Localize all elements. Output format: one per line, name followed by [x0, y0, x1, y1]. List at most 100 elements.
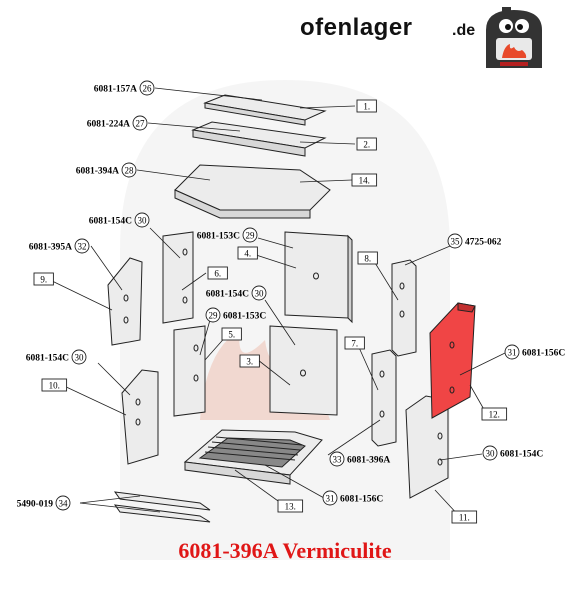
part-5-brick: [173, 325, 206, 417]
callout-number: 27: [136, 119, 146, 129]
position-label-text: 6.: [214, 269, 221, 279]
callout-number: 30: [255, 289, 265, 299]
position-label-box: [357, 251, 378, 265]
position-label-text: 2.: [363, 140, 370, 150]
part-4-rear-brick: [284, 231, 349, 319]
part-code-label: 6081-157A: [94, 85, 137, 95]
callout-circle: [205, 307, 221, 323]
position-label-box: [356, 99, 377, 113]
part-10-side-brick: [121, 369, 159, 465]
callout-32: 32 6081-395A: [29, 238, 90, 254]
callout-number: 29: [246, 231, 256, 241]
position-label-8: 8.: [357, 251, 378, 265]
position-label-11: 11.: [451, 510, 478, 524]
part-code-label: 6081-153C: [223, 312, 266, 322]
callout-31: 31 6081-156C: [322, 490, 383, 506]
brand-logo[interactable]: ofenlager .de: [300, 6, 565, 70]
position-label-box: [351, 173, 378, 187]
part-4-rear-brick-side: [347, 234, 353, 324]
position-label-text: 10.: [49, 381, 60, 391]
position-label-box: [481, 407, 508, 421]
part-code-label: 6081-395A: [29, 243, 72, 253]
page-title: 6081-396A Vermiculite: [178, 538, 392, 563]
callout-34: 34 5490-019: [17, 495, 71, 511]
callout-26: 26 6081-157A: [94, 80, 155, 96]
position-label-box: [239, 354, 260, 368]
part-code-label: 6081-154C: [26, 354, 69, 364]
position-label-12: 12.: [481, 407, 508, 421]
callout-circle: [121, 162, 137, 178]
position-label-text: 13.: [285, 502, 296, 512]
callout-circle: [482, 445, 498, 461]
callout-circle: [242, 227, 258, 243]
part-14-baffle-edge: [174, 189, 311, 219]
callout-30: 30 6081-154C: [206, 285, 267, 301]
brand-name: ofenlager: [300, 14, 413, 41]
callout-circle: [132, 115, 148, 131]
callout-circle: [74, 238, 90, 254]
part-code-label: 6081-154C: [206, 290, 249, 300]
position-label-box: [451, 510, 478, 524]
part-9-side-brick: [107, 257, 143, 346]
position-label-box: [33, 272, 54, 286]
callout-number: 28: [125, 166, 135, 176]
callout-circle: [71, 349, 87, 365]
brand-tld: .de: [452, 22, 476, 39]
callout-circle: [322, 490, 338, 506]
callout-number: 31: [326, 494, 335, 504]
callout-number: 33: [333, 455, 343, 465]
callout-29: 29 6081-153C: [197, 227, 258, 243]
part-code-label: 6081-156C: [522, 349, 565, 359]
part-code-label: 6081-153C: [197, 232, 240, 242]
callout-number: 35: [451, 237, 461, 247]
position-label-text: 7.: [351, 339, 358, 349]
part-code-label: 6081-154C: [89, 217, 132, 227]
position-label-1: 1.: [356, 99, 377, 113]
position-label-text: 12.: [489, 410, 500, 420]
position-label-2: 2.: [356, 137, 377, 151]
callout-number: 29: [209, 311, 219, 321]
position-label-text: 5.: [228, 330, 235, 340]
position-label-box: [277, 499, 304, 513]
part-code-label: 6081-394A: [76, 167, 119, 177]
position-label-box: [344, 336, 365, 350]
position-label-text: 11.: [459, 513, 470, 523]
stove-mascot-icon: [486, 7, 542, 68]
callout-circle: [139, 80, 155, 96]
position-label-text: 4.: [244, 249, 251, 259]
callout-circle: [504, 344, 520, 360]
callout-27: 27 6081-224A: [87, 115, 148, 131]
position-label-4: 4.: [237, 246, 258, 260]
part-11-side-brick: [405, 395, 449, 499]
position-label-text: 3.: [246, 357, 253, 367]
callout-number: 26: [143, 84, 153, 94]
position-label-6: 6.: [207, 266, 228, 280]
callout-number: 32: [78, 242, 87, 252]
part-code-label: 6081-154C: [500, 450, 543, 460]
part-code-label: 6081-224A: [87, 120, 130, 130]
position-label-group: 1.2.14.4.6.8.9.5.7.3.10.12.13.11.: [33, 99, 508, 524]
position-label-10: 10.: [41, 378, 68, 392]
position-label-7: 7.: [344, 336, 365, 350]
callout-30: 30 6081-154C: [89, 212, 150, 228]
callout-number: 30: [75, 353, 85, 363]
part-code-label: 5490-019: [17, 500, 54, 510]
position-label-text: 9.: [40, 275, 47, 285]
position-label-9: 9.: [33, 272, 54, 286]
position-label-box: [221, 327, 242, 341]
callout-circle: [251, 285, 267, 301]
mounting-holes: [123, 248, 455, 466]
callout-29: 29 6081-153C: [205, 307, 266, 323]
position-label-3: 3.: [239, 354, 260, 368]
callout-number: 34: [59, 499, 69, 509]
part-code-label: 6081-156C: [340, 495, 383, 505]
callout-28: 28 6081-394A: [76, 162, 137, 178]
position-label-5: 5.: [221, 327, 242, 341]
part-code-label: 6081-396A: [347, 456, 390, 466]
position-label-box: [356, 137, 377, 151]
callout-number: 30: [138, 216, 148, 226]
